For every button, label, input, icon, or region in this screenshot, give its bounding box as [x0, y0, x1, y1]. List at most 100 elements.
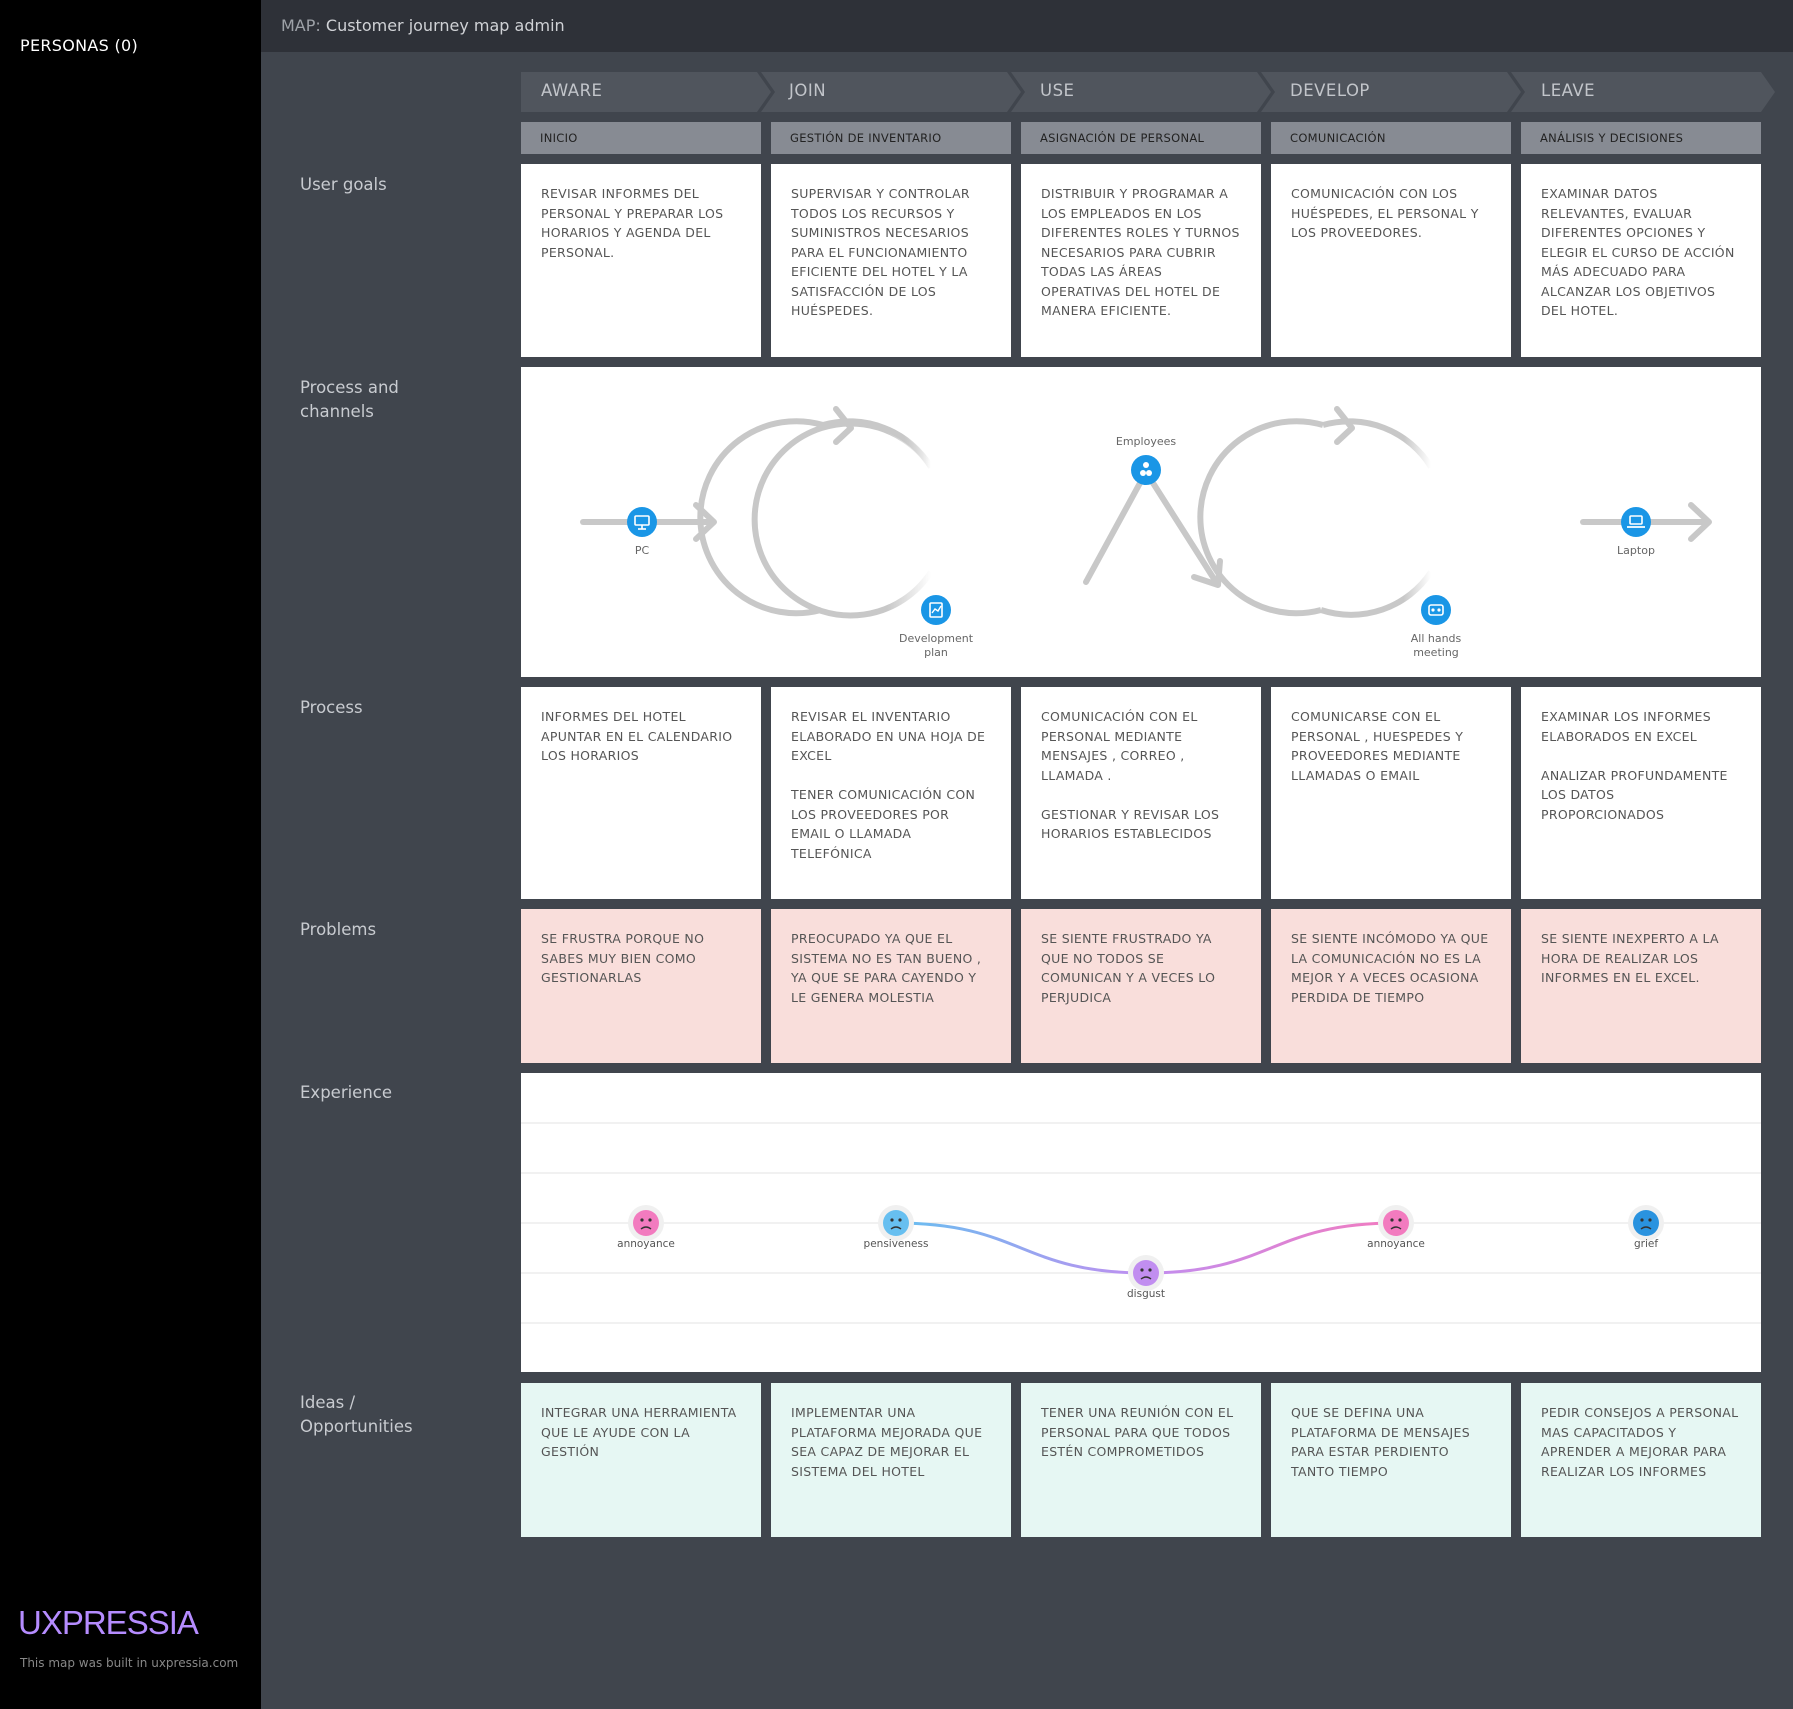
idea-card[interactable]: TENER UNA REUNIÓN CON EL PERSONAL PARA Q… [1021, 1383, 1261, 1537]
user-goal-card[interactable]: EXAMINAR DATOS RELEVANTES, EVALUAR DIFER… [1521, 164, 1761, 357]
user-goal-card[interactable]: REVISAR INFORMES DEL PERSONAL Y PREPARAR… [521, 164, 761, 357]
problem-card[interactable]: SE FRUSTRA PORQUE NO SABES MUY BIEN COMO… [521, 909, 761, 1063]
channel-label: Laptop [1617, 544, 1655, 557]
emotion-point-annoyance[interactable]: annoyance [1367, 1205, 1425, 1250]
stage-label: AWARE [541, 81, 603, 100]
substage-label: ASIGNACIÓN DE PERSONAL [1040, 131, 1205, 145]
emotion-point-disgust[interactable]: disgust [1127, 1255, 1165, 1300]
row-label-user-goals: User goals [300, 175, 387, 194]
stage-chevron [1511, 72, 1775, 112]
substage-personal[interactable]: ASIGNACIÓN DE PERSONAL [1021, 122, 1261, 154]
top-bar: MAP: Customer journey map admin [261, 0, 1793, 52]
emotion-curve-chart: annoyance pensiveness disgust annoyance grie… [521, 1122, 1761, 1324]
stage-use[interactable]: USE [1011, 72, 1271, 112]
stage-chevron [1011, 72, 1271, 112]
experience-points: annoyance pensiveness disgust annoyance grie… [617, 1205, 1664, 1300]
channel-laptop[interactable]: Laptop [1617, 507, 1655, 557]
process-card[interactable]: INFORMES DEL HOTEL APUNTAR EN EL CALENDA… [521, 687, 761, 899]
people-icon [1140, 462, 1152, 476]
emotion-eye [640, 1218, 644, 1222]
emotion-curve-segment [1145, 1221, 1397, 1275]
substage-comunicacion[interactable]: COMUNICACIÓN [1271, 122, 1511, 154]
emotion-mouth [1640, 1226, 1652, 1230]
user-goal-card[interactable]: COMUNICACIÓN CON LOS HUÉSPEDES, EL PERSO… [1271, 164, 1511, 357]
emotion-curve-segment [895, 1221, 1147, 1275]
problem-card[interactable]: SE SIENTE INCÓMODO YA QUE LA COMUNICACIÓ… [1271, 909, 1511, 1063]
emotion-point-annoyance[interactable]: annoyance [617, 1205, 675, 1250]
channel-pc[interactable]: PC [627, 507, 657, 557]
channel-flow-cycle [697, 406, 934, 619]
emotion-label: annoyance [617, 1238, 675, 1250]
monitor-icon [634, 515, 650, 530]
built-with-text: This map was built in uxpressia.com [20, 1656, 239, 1670]
emotion-eye [648, 1218, 652, 1222]
emotion-label: disgust [1127, 1288, 1165, 1300]
channel-label: PC [635, 544, 650, 557]
emotion-face-icon [1383, 1210, 1409, 1236]
emotion-mouth [1140, 1276, 1152, 1280]
emotion-face-icon [883, 1210, 909, 1236]
emotion-eye [1140, 1268, 1144, 1272]
user-goal-card[interactable]: SUPERVISAR Y CONTROLAR TODOS LOS RECURSO… [771, 164, 1011, 357]
idea-card[interactable]: INTEGRAR UNA HERRAMIENTA QUE LE AYUDE CO… [521, 1383, 761, 1537]
emotion-label: pensiveness [864, 1238, 929, 1250]
substage-inicio[interactable]: INICIO [521, 122, 761, 154]
stage-label: JOIN [789, 81, 827, 100]
chart-report-icon [929, 602, 943, 618]
idea-card[interactable]: IMPLEMENTAR UNA PLATAFORMA MEJORADA QUE … [771, 1383, 1011, 1537]
emotion-label: grief [1634, 1238, 1658, 1250]
emotion-point-grief[interactable]: grief [1628, 1205, 1664, 1250]
stage-aware[interactable]: AWARE [521, 72, 771, 112]
substage-label: COMUNICACIÓN [1290, 131, 1386, 145]
emotion-face-icon [1133, 1260, 1159, 1286]
channel-flow-cycle-2 [1197, 406, 1434, 618]
user-goal-card[interactable]: DISTRIBUIR Y PROGRAMAR A LOS EMPLEADOS E… [1021, 164, 1261, 357]
process-card[interactable]: REVISAR EL INVENTARIO ELABORADO EN UNA H… [771, 687, 1011, 899]
personas-button[interactable]: PERSONAS (0) [20, 36, 139, 55]
map-title-text[interactable]: Customer journey map admin [325, 16, 565, 35]
emotion-eye [898, 1218, 902, 1222]
emotion-eye [1148, 1268, 1152, 1272]
uxpressia-logo[interactable]: UXPRESSIA [18, 1604, 199, 1641]
idea-card[interactable]: QUE SE DEFINA UNA PLATAFORMA DE MENSAJES… [1271, 1383, 1511, 1537]
emotion-mouth [640, 1226, 652, 1230]
substage-analisis[interactable]: ANÁLISIS Y DECISIONES [1521, 122, 1761, 154]
problem-card[interactable]: SE SIENTE INEXPERTO A LA HORA DE REALIZA… [1521, 909, 1761, 1063]
substage-label: GESTIÓN DE INVENTARIO [790, 131, 942, 145]
stage-leave[interactable]: LEAVE [1511, 72, 1776, 112]
emotion-eye [1390, 1218, 1394, 1222]
substage-label: INICIO [540, 131, 578, 145]
laptop-icon [1627, 515, 1645, 528]
problem-card[interactable]: SE SIENTE FRUSTRADO YA QUE NO TODOS SE C… [1021, 909, 1261, 1063]
emotion-eye [1398, 1218, 1402, 1222]
idea-card[interactable]: PEDIR CONSEJOS A PERSONAL MAS CAPACITADO… [1521, 1383, 1761, 1537]
process-card[interactable]: COMUNICACIÓN CON EL PERSONAL MEDIANTE ME… [1021, 687, 1261, 899]
sidebar: PERSONAS (0) UXPRESSIA This map was buil… [0, 0, 261, 1709]
stage-label: DEVELOP [1290, 81, 1370, 100]
map-title-prefix: MAP: [281, 16, 321, 35]
emotion-label: annoyance [1367, 1238, 1425, 1250]
substage-inventario[interactable]: GESTIÓN DE INVENTARIO [771, 122, 1011, 154]
emotion-mouth [890, 1226, 902, 1230]
stage-label: USE [1040, 81, 1075, 100]
group-meeting-icon [1428, 604, 1444, 616]
row-label-ideas: Ideas / Opportunities [300, 1393, 413, 1436]
experience-panel[interactable]: annoyance pensiveness disgust annoyance grie… [521, 1073, 1761, 1372]
process-card[interactable]: COMUNICARSE CON EL PERSONAL , HUESPEDES … [1271, 687, 1511, 899]
emotion-eye [1640, 1218, 1644, 1222]
stage-chevron [521, 72, 771, 112]
problem-card[interactable]: PREOCUPADO YA QUE EL SISTEMA NO ES TAN B… [771, 909, 1011, 1063]
stage-develop[interactable]: DEVELOP [1261, 72, 1521, 112]
emotion-point-pensiveness[interactable]: pensiveness [864, 1205, 929, 1250]
process-card[interactable]: EXAMINAR LOS INFORMES ELABORADOS EN EXCE… [1521, 687, 1761, 899]
channel-employees[interactable]: Employees [1116, 435, 1176, 485]
row-label-experience: Experience [300, 1083, 393, 1102]
stage-join[interactable]: JOIN [761, 72, 1021, 112]
experience-curve [645, 1221, 1646, 1275]
emotion-mouth [1390, 1226, 1402, 1230]
